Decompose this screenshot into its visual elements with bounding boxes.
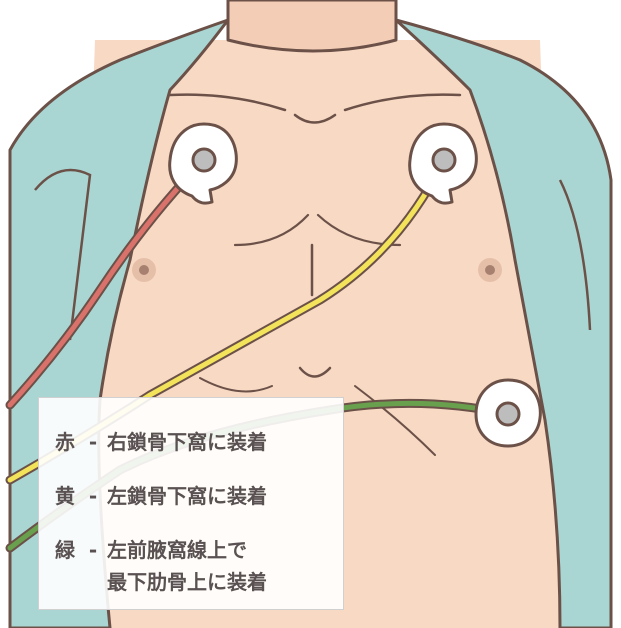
legend-color-yellow: 黄 <box>55 480 79 512</box>
legend-row-green: 緑 - 左前腋窩線上で 最下肋骨上に装着 <box>55 534 343 598</box>
legend-color-red: 赤 <box>55 426 79 458</box>
legend-text-yellow: 左鎖骨下窩に装着 <box>107 480 267 512</box>
legend-row-red: 赤 - 右鎖骨下窩に装着 <box>55 426 343 458</box>
neck <box>228 0 396 51</box>
legend-dash: - <box>79 480 107 512</box>
legend-dash: - <box>79 534 107 598</box>
electrode-green <box>476 380 540 446</box>
legend-color-green: 緑 <box>55 534 79 598</box>
legend-text-green: 左前腋窩線上で 最下肋骨上に装着 <box>107 534 267 598</box>
legend-dash: - <box>79 426 107 458</box>
legend-row-yellow: 黄 - 左鎖骨下窩に装着 <box>55 480 343 512</box>
legend-text-red: 右鎖骨下窩に装着 <box>107 426 267 458</box>
electrode-legend: 赤 - 右鎖骨下窩に装着 黄 - 左鎖骨下窩に装着 緑 - 左前腋窩線上で 最下… <box>38 397 344 610</box>
